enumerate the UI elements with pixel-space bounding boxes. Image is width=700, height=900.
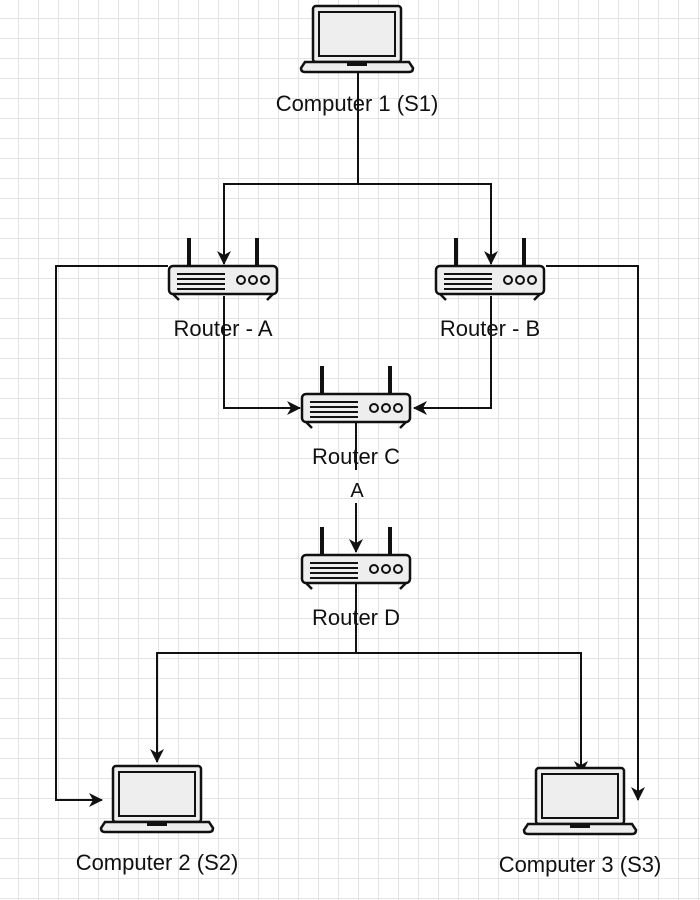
laptop-icon bbox=[299, 4, 415, 74]
node-label-router-b: Router - B bbox=[440, 316, 540, 341]
edge-router-b-to-router-c bbox=[413, 296, 492, 415]
node-computer3: Computer 3 (S3) bbox=[499, 766, 662, 877]
edges bbox=[55, 68, 645, 807]
node-router-d: Router D bbox=[300, 525, 412, 630]
node-label-computer3: Computer 3 (S3) bbox=[499, 852, 662, 877]
router-icon bbox=[300, 364, 412, 430]
node-label-router-a: Router - A bbox=[173, 316, 272, 341]
laptop-icon bbox=[99, 764, 215, 834]
edge-router-d-to-computer2 bbox=[150, 583, 357, 763]
node-label-computer1: Computer 1 (S1) bbox=[276, 91, 439, 116]
node-router-b: Router - B bbox=[434, 236, 546, 341]
laptop-icon bbox=[522, 766, 638, 836]
node-computer1: Computer 1 (S1) bbox=[276, 4, 439, 116]
edge-router-b-to-computer3 bbox=[546, 265, 645, 801]
edge-computer1-to-router-a bbox=[217, 68, 359, 265]
edge-label-router-c-to-router-d: A bbox=[350, 480, 364, 502]
node-label-router-d: Router D bbox=[312, 605, 400, 630]
edge-computer1-to-router-b bbox=[358, 183, 498, 265]
edge-router-a-to-computer2 bbox=[55, 265, 168, 807]
node-label-computer2: Computer 2 (S2) bbox=[76, 850, 239, 875]
node-computer2: Computer 2 (S2) bbox=[76, 764, 239, 875]
node-router-a: Router - A bbox=[167, 236, 279, 341]
node-router-c: Router C bbox=[300, 364, 412, 469]
node-label-router-c: Router C bbox=[312, 444, 400, 469]
edge-router-a-to-router-c bbox=[223, 296, 301, 415]
edge-router-d-to-computer3 bbox=[356, 652, 588, 775]
